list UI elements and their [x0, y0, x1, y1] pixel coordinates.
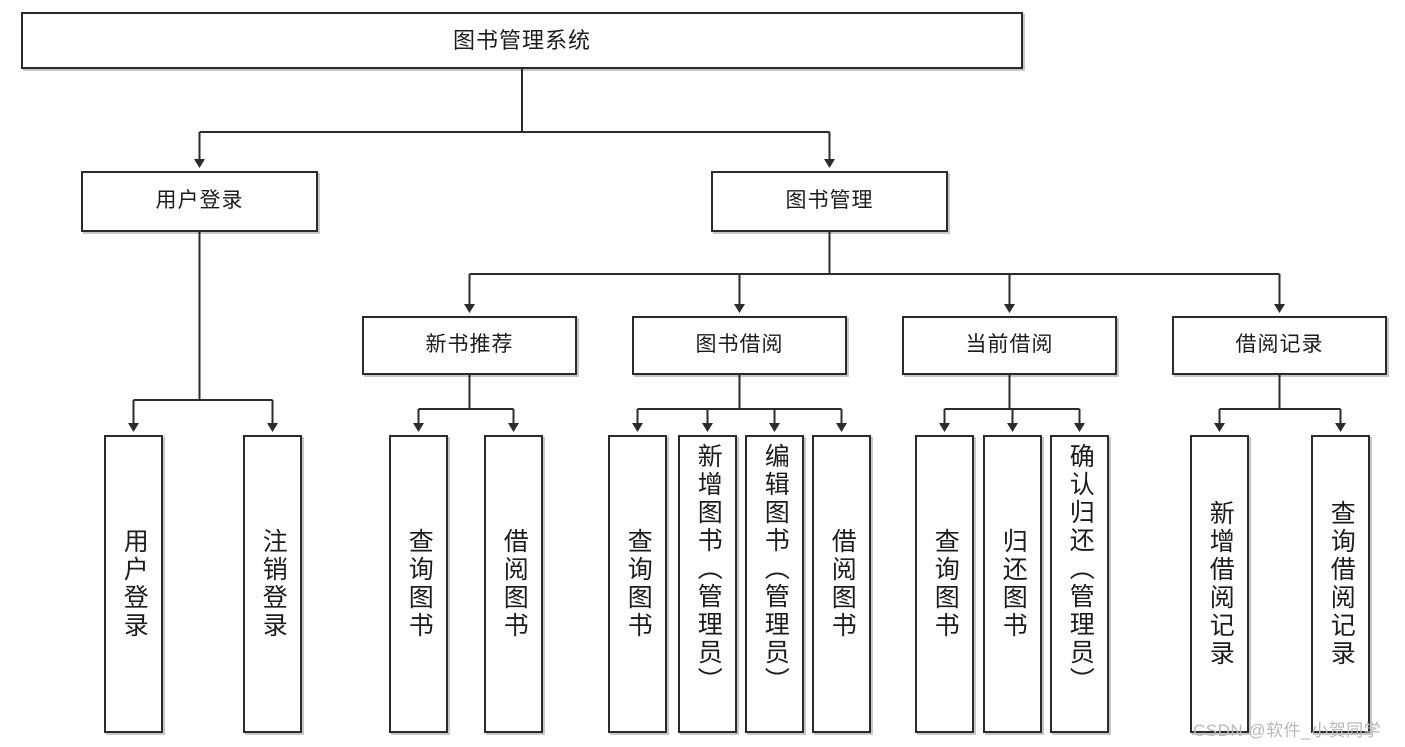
node-label: 新书推荐 [425, 333, 514, 357]
node-borrow[interactable]: 图书借阅 [632, 316, 847, 375]
node-login[interactable]: 用户登录 [81, 171, 318, 232]
node-leaf-borrow-3[interactable]: 编辑图书（管理员） [745, 435, 804, 733]
node-label: 查询图书 [931, 528, 960, 640]
node-label: 图书管理 [785, 189, 874, 213]
node-label: 确认归还（管理员） [1066, 443, 1095, 695]
node-leaf-cur-3[interactable]: 确认归还（管理员） [1050, 435, 1109, 733]
node-label: 归还图书 [999, 528, 1028, 640]
node-leaf-login-2[interactable]: 注销登录 [243, 435, 302, 733]
node-records[interactable]: 借阅记录 [1172, 316, 1387, 375]
node-label: 当前借阅 [965, 333, 1054, 357]
node-leaf-rec-1[interactable]: 新增借阅记录 [1190, 435, 1249, 733]
watermark: CSDN @软件_小贺同学 [1193, 721, 1382, 740]
node-bookmgmt[interactable]: 图书管理 [711, 171, 948, 232]
node-label: 新增图书（管理员） [694, 443, 723, 695]
node-label: 图书借阅 [695, 333, 784, 357]
node-label: 编辑图书（管理员） [761, 443, 790, 695]
node-leaf-borrow-2[interactable]: 新增图书（管理员） [678, 435, 737, 733]
node-leaf-new-1[interactable]: 查询图书 [389, 435, 448, 733]
node-label: 用户登录 [120, 528, 149, 640]
node-leaf-borrow-4[interactable]: 借阅图书 [812, 435, 871, 733]
node-newbook[interactable]: 新书推荐 [362, 316, 577, 375]
node-leaf-rec-2[interactable]: 查询借阅记录 [1311, 435, 1370, 733]
node-label: 查询图书 [624, 528, 653, 640]
node-current[interactable]: 当前借阅 [902, 316, 1117, 375]
node-label: 查询借阅记录 [1327, 500, 1356, 668]
node-label: 用户登录 [155, 189, 244, 213]
node-label: 注销登录 [259, 528, 288, 640]
node-leaf-login-1[interactable]: 用户登录 [104, 435, 163, 733]
node-leaf-borrow-1[interactable]: 查询图书 [608, 435, 667, 733]
node-leaf-cur-1[interactable]: 查询图书 [915, 435, 974, 733]
node-label: 新增借阅记录 [1206, 500, 1235, 668]
node-label: 借阅图书 [828, 528, 857, 640]
node-leaf-new-2[interactable]: 借阅图书 [484, 435, 543, 733]
node-label: 查询图书 [405, 528, 434, 640]
node-label: 图书管理系统 [452, 27, 591, 53]
node-label: 借阅记录 [1235, 333, 1324, 357]
node-label: 借阅图书 [500, 528, 529, 640]
node-leaf-cur-2[interactable]: 归还图书 [983, 435, 1042, 733]
node-root[interactable]: 图书管理系统 [21, 12, 1023, 69]
